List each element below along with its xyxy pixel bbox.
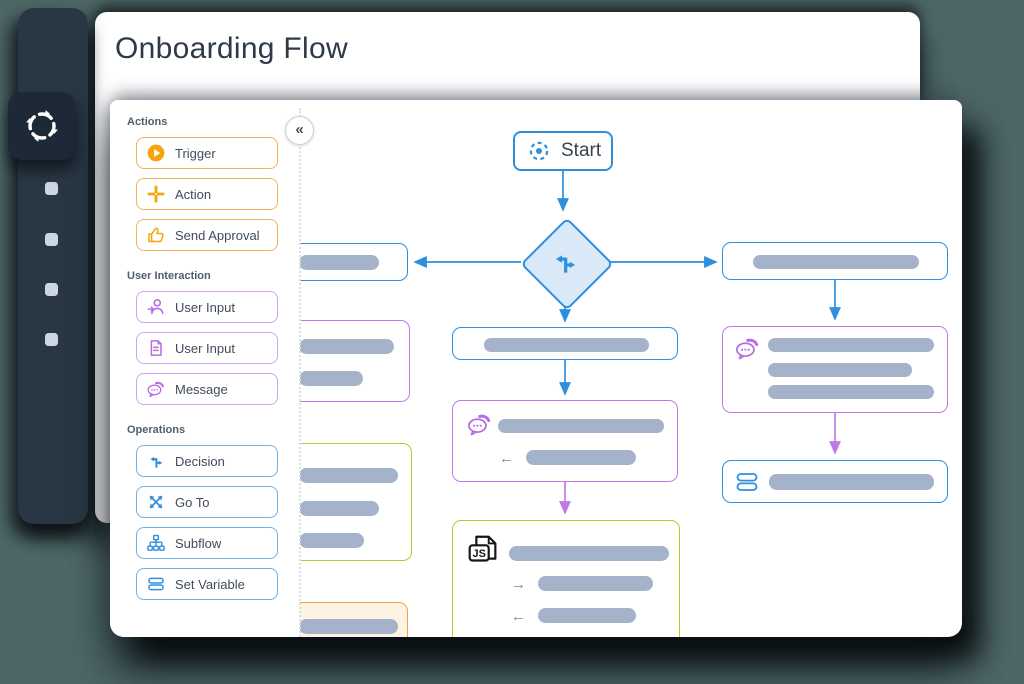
page-title: Onboarding Flow [115, 32, 348, 65]
start-node-label: Start [561, 140, 602, 161]
palette-item-label: Subflow [175, 535, 222, 551]
fork-arrows-icon [146, 451, 166, 471]
placeholder-bar [299, 619, 398, 634]
palette-item-label: Set Variable [175, 576, 245, 592]
placeholder-bar [753, 255, 919, 269]
placeholder-bar [768, 363, 912, 377]
palette-divider [299, 108, 301, 637]
placeholder-bar [768, 385, 934, 399]
rail-nav-item[interactable] [45, 182, 58, 195]
rail-nav-item[interactable] [45, 333, 58, 346]
flow-node-right-setvariable[interactable] [722, 460, 948, 503]
stacked-pills-icon [735, 471, 759, 493]
svg-text:JS: JS [473, 548, 486, 560]
thumbs-up-icon [146, 225, 166, 245]
palette-item-go-to[interactable]: Go To [136, 486, 278, 518]
palette-item-subflow[interactable]: Subflow [136, 527, 278, 559]
cross-arrows-icon [146, 492, 166, 512]
flow-node-center-script[interactable]: JS → ← [452, 520, 680, 637]
palette-item-message[interactable]: Message [136, 373, 278, 405]
placeholder-bar [299, 339, 394, 354]
flow-node-right-message[interactable] [722, 326, 948, 413]
stacked-pills-icon [146, 574, 166, 594]
palette-item-label: Send Approval [175, 227, 260, 243]
chat-bubble-icon [466, 413, 493, 436]
play-circle-icon [146, 143, 166, 163]
palette-item-user-input[interactable]: User Input [136, 291, 278, 323]
rail-nav-item[interactable] [45, 233, 58, 246]
chat-bubble-icon [734, 337, 761, 360]
palette-section-label: Operations [127, 424, 186, 436]
collapse-palette-button[interactable]: « [285, 116, 314, 145]
arrow-right-glyph: → [511, 576, 526, 593]
flow-node-right-blue[interactable] [722, 242, 948, 280]
placeholder-bar [299, 468, 398, 483]
rail-nav-item[interactable] [45, 283, 58, 296]
palette-item-label: Message [175, 381, 228, 397]
palette-item-decision[interactable]: Decision [136, 445, 278, 477]
palette-item-action[interactable]: Action [136, 178, 278, 210]
placeholder-bar [768, 338, 934, 352]
start-target-icon [527, 139, 551, 163]
palette-item-label: Trigger [175, 145, 216, 161]
placeholder-bar [526, 450, 636, 465]
placeholder-bar [509, 546, 669, 561]
chevrons-left-icon: « [295, 121, 304, 138]
chat-bubble-icon [146, 379, 166, 399]
app-rail [18, 8, 88, 524]
flow-canvas-card: Start [110, 100, 962, 637]
flow-node-center-message[interactable]: ← [452, 400, 678, 482]
flow-node-decision-diamond[interactable] [520, 217, 614, 311]
arrow-left-glyph: ← [499, 450, 514, 467]
palette-item-set-variable[interactable]: Set Variable [136, 568, 278, 600]
palette-item-label: User Input [175, 340, 235, 356]
placeholder-bar [299, 371, 363, 386]
placeholder-bar [538, 608, 636, 623]
palette-item-label: User Input [175, 299, 235, 315]
placeholder-bar [769, 474, 934, 490]
user-arrow-icon [146, 297, 166, 317]
palette-item-send-approval[interactable]: Send Approval [136, 219, 278, 251]
plus-connector-icon [146, 184, 166, 204]
flow-node-center-blue[interactable] [452, 327, 678, 360]
placeholder-bar [299, 501, 379, 516]
placeholder-bar [484, 338, 649, 352]
palette-section-label: User Interaction [127, 270, 211, 282]
cycle-arrows-icon [19, 103, 65, 149]
placeholder-bar [538, 576, 653, 591]
placeholder-bar [299, 533, 364, 548]
arrow-left-glyph: ← [511, 608, 526, 625]
flow-node-start[interactable]: Start [513, 131, 613, 171]
placeholder-bar [498, 419, 664, 433]
document-lines-icon [146, 338, 166, 358]
palette-item-label: Action [175, 186, 212, 202]
palette-item-trigger[interactable]: Trigger [136, 137, 278, 169]
palette-section-label: Actions [127, 116, 168, 128]
palette-item-user-input[interactable]: User Input [136, 332, 278, 364]
palette-item-label: Go To [175, 494, 210, 510]
flow-logo-tile[interactable] [8, 92, 76, 160]
js-file-icon: JS [464, 532, 502, 570]
hierarchy-icon [146, 533, 166, 553]
placeholder-bar [299, 255, 379, 270]
palette-item-label: Decision [175, 453, 225, 469]
